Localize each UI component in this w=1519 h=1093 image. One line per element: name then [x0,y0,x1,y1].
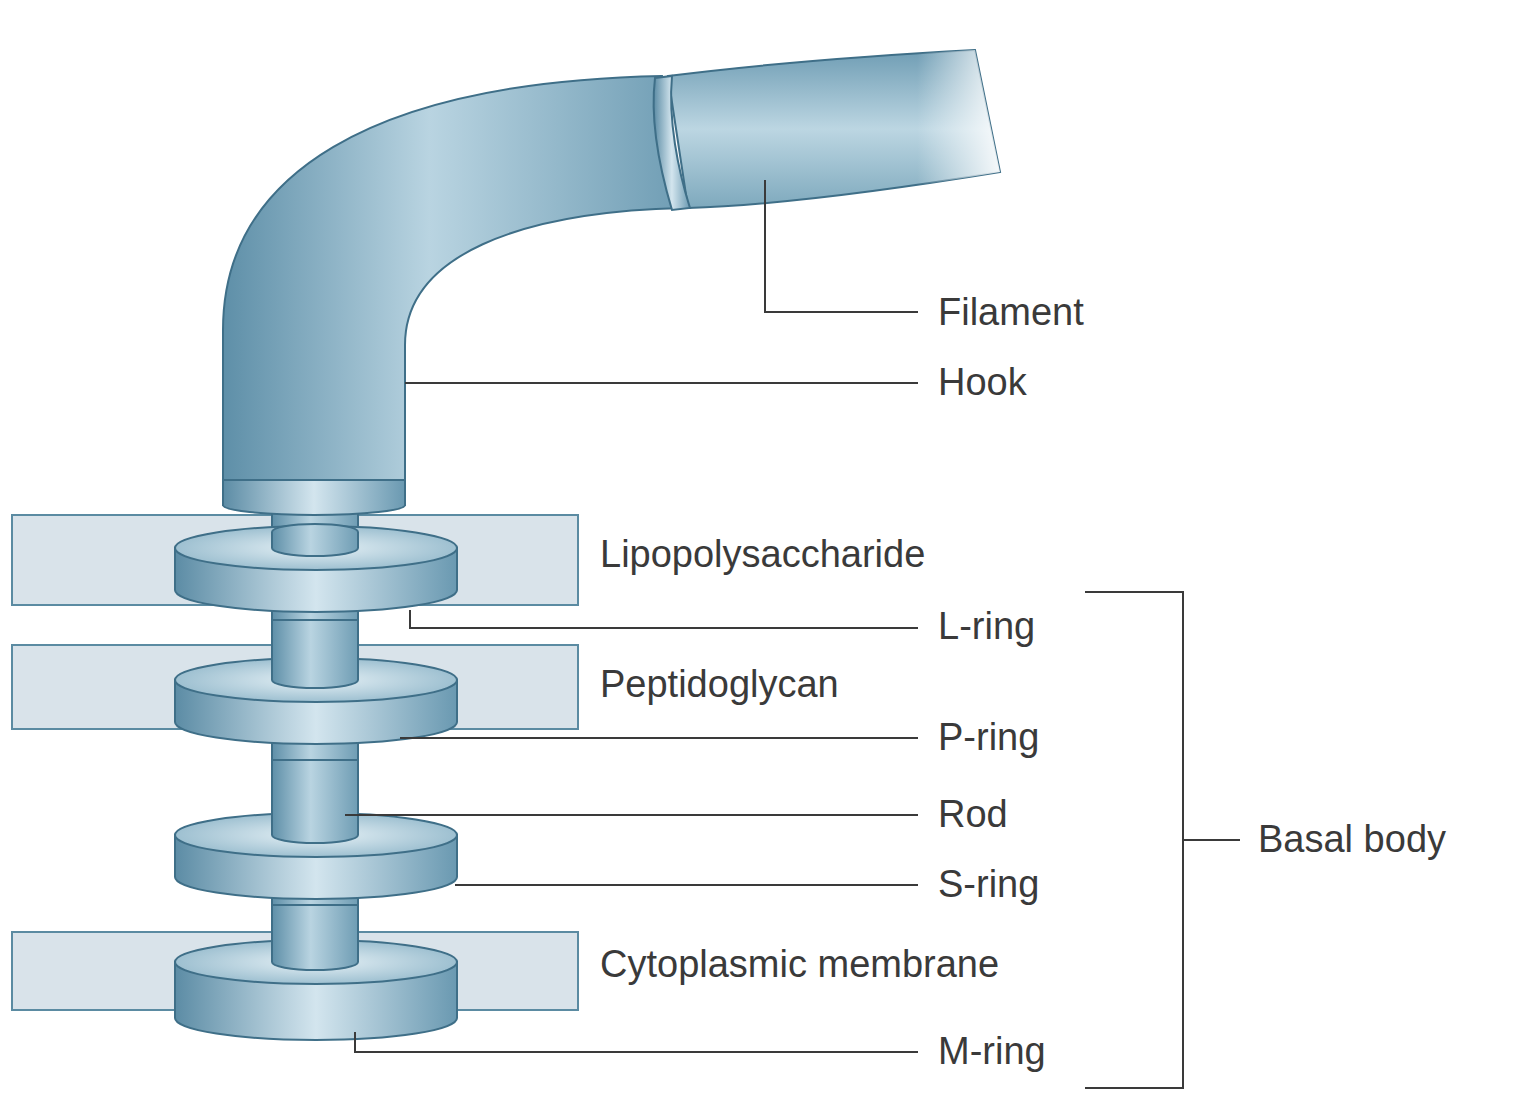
part-label: L-ring [938,606,1035,648]
part-label: Hook [938,362,1027,404]
part-label: Cytoplasmic membrane [600,944,999,986]
membrane-bands [12,515,578,1010]
rings [175,524,457,1040]
hook-collar [223,480,405,515]
filament-fade [668,50,1000,208]
part-label: Filament [938,292,1084,334]
part-label: Peptidoglycan [600,664,839,706]
part-label: Basal body [1258,819,1446,861]
part-label: M-ring [938,1031,1046,1073]
filament [668,50,1000,208]
part-label: P-ring [938,717,1039,759]
hook-filament-joint [654,76,690,210]
part-label: Lipopolysaccharide [600,534,925,576]
part-label: Rod [938,794,1008,836]
hook [223,76,682,505]
part-label: S-ring [938,864,1039,906]
leader-lines [345,180,918,1052]
basal-body-bracket [1085,592,1240,1088]
